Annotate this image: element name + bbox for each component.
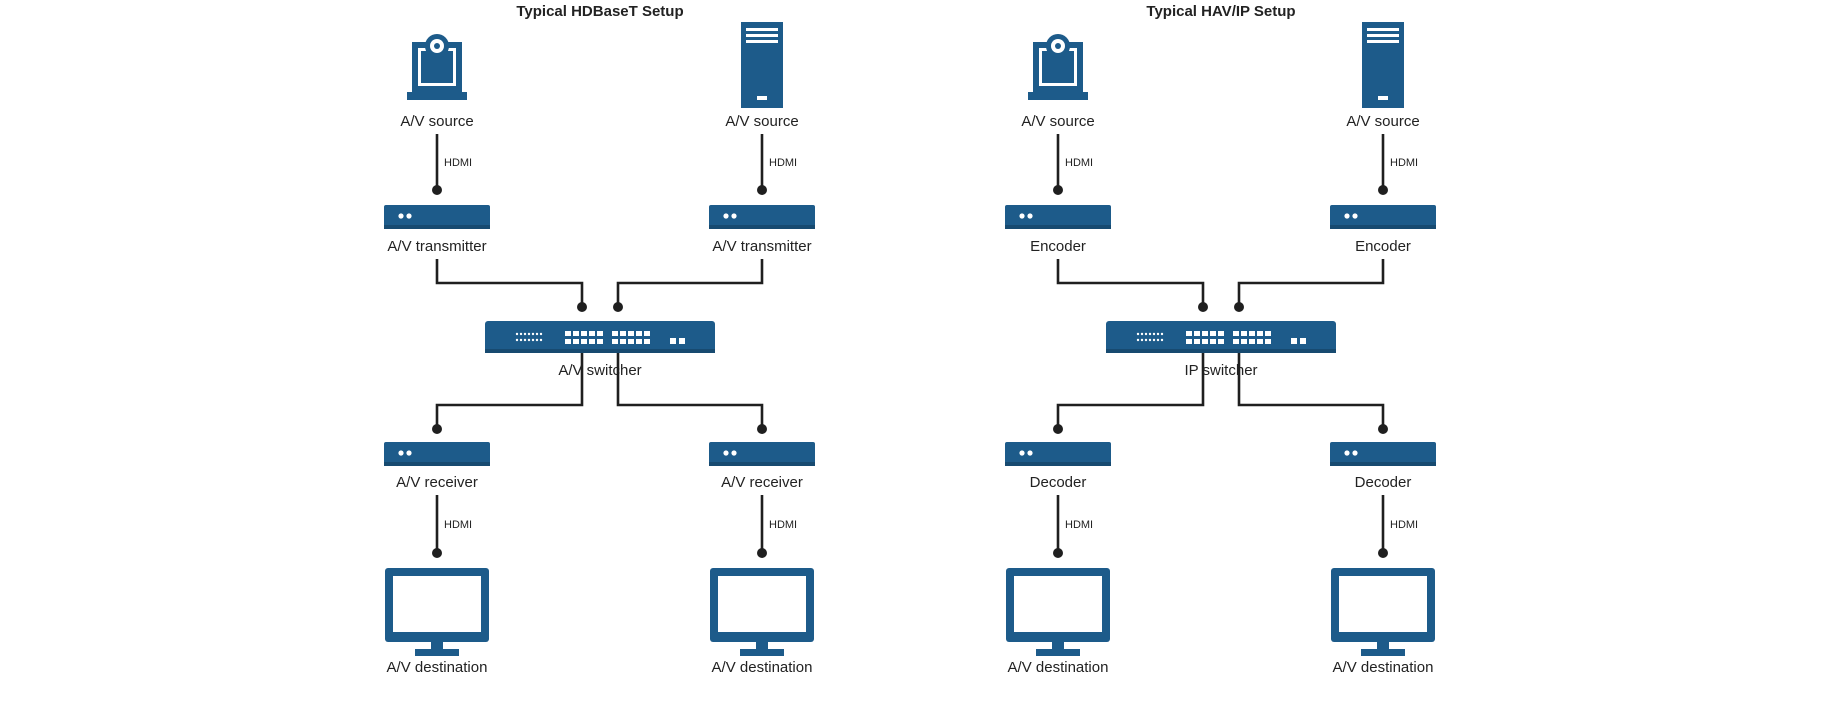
transmitter-icon [384,205,490,229]
connector-dot [432,548,442,558]
connector-dot [1198,302,1208,312]
switch-label: IP switcher [1184,362,1257,379]
camera-icon [407,34,467,100]
monitor-icon [710,568,814,656]
connector-dot [432,185,442,195]
uplink-wire [616,259,764,307]
connector-dot [1378,185,1388,195]
connector-dot [757,185,767,195]
encoder-icon [1330,205,1436,229]
link-label: HDMI [1390,157,1418,169]
uplink-wire [1056,259,1205,307]
downlink-wire [1237,353,1385,429]
link-label: HDMI [1065,157,1093,169]
uplink-wire [435,259,584,307]
connector-dot [1053,548,1063,558]
destination-label: A/V destination [712,659,813,676]
source-label: A/V source [1021,113,1094,130]
server-tower-icon [1362,22,1404,108]
connector-dot [1234,302,1244,312]
connector-dot [757,424,767,434]
connector-dot [1053,424,1063,434]
switch-label: A/V switcher [558,362,641,379]
encoder-icon [1005,205,1111,229]
camera-icon [1028,34,1088,100]
decoder-icon [1330,442,1436,466]
uplink-wire [1237,259,1385,307]
link-label: HDMI [1390,519,1418,531]
diagram-title: Typical HDBaseT Setup [516,3,683,20]
connector-dot [1053,185,1063,195]
source-label: A/V source [1346,113,1419,130]
link-label: HDMI [769,519,797,531]
destination-label: A/V destination [1333,659,1434,676]
switcher-icon [485,321,715,353]
link-label: HDMI [1065,519,1093,531]
receiver-label: Decoder [1030,474,1087,491]
downlink-wire [616,353,764,429]
receiver-icon [709,442,815,466]
hdbaset-diagram: Typical HDBaseT Setup A/V source A/V sou… [384,3,815,676]
source-label: A/V source [400,113,473,130]
downlink-wire [1056,353,1205,429]
link-label: HDMI [769,157,797,169]
link-label: HDMI [444,519,472,531]
connector-dot [432,424,442,434]
source-label: A/V source [725,113,798,130]
downlink-wire [435,353,584,429]
sender-label: A/V transmitter [387,238,486,255]
connector-dot [577,302,587,312]
switcher-icon [1106,321,1336,353]
decoder-icon [1005,442,1111,466]
destination-label: A/V destination [387,659,488,676]
receiver-label: A/V receiver [396,474,478,491]
link-label: HDMI [444,157,472,169]
server-tower-icon [741,22,783,108]
connector-dot [757,548,767,558]
sender-label: Encoder [1355,238,1411,255]
hav-ip-diagram: Typical HAV/IP Setup A/V source A/V sour… [1005,3,1436,676]
sender-label: Encoder [1030,238,1086,255]
transmitter-icon [709,205,815,229]
receiver-label: Decoder [1355,474,1412,491]
monitor-icon [1006,568,1110,656]
diagram-title: Typical HAV/IP Setup [1146,3,1295,20]
connector-dot [1378,424,1388,434]
monitor-icon [1331,568,1435,656]
receiver-label: A/V receiver [721,474,803,491]
sender-label: A/V transmitter [712,238,811,255]
monitor-icon [385,568,489,656]
connector-dot [1378,548,1388,558]
connector-dot [613,302,623,312]
receiver-icon [384,442,490,466]
destination-label: A/V destination [1008,659,1109,676]
